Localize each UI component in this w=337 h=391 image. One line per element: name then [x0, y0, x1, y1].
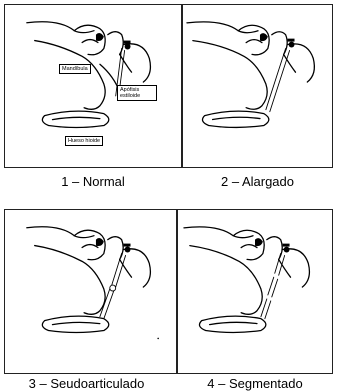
- label-apofisis-estiloide: Apófisis estiloide: [117, 85, 157, 101]
- panel-seudoarticulado: [4, 209, 177, 374]
- panel-normal: Mandíbula Apófisis estiloide Hueso hioid…: [4, 4, 182, 168]
- skull-diagram-seudoarticulado: [5, 210, 176, 373]
- caption-seudoarticulado: 3 – Seudoarticulado: [0, 376, 173, 391]
- label-hueso-hioide: Hueso hioide: [65, 136, 103, 146]
- panel-alargado: [182, 4, 333, 168]
- skull-diagram-alargado: [183, 5, 332, 167]
- caption-segmentado: 4 – Segmentado: [177, 376, 333, 391]
- label-mandibula: Mandíbula: [59, 64, 91, 74]
- skull-diagram-segmentado: [178, 210, 332, 373]
- caption-normal: 1 – Normal: [4, 174, 182, 189]
- caption-alargado: 2 – Alargado: [182, 174, 333, 189]
- panel-segmentado: [177, 209, 333, 374]
